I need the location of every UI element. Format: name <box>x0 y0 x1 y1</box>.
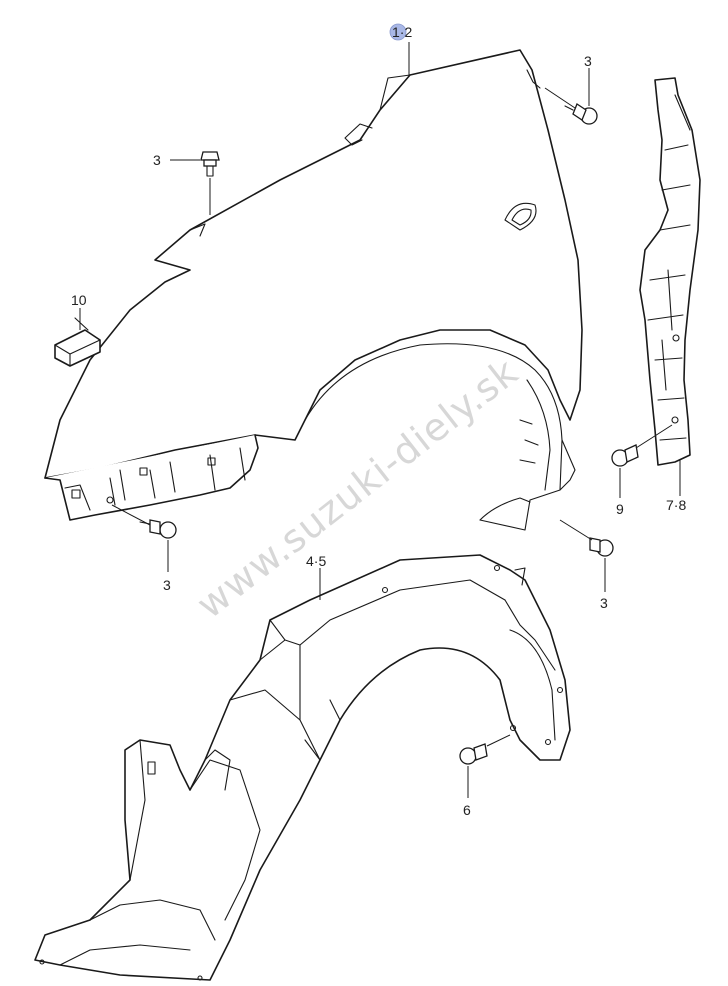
bolt-3-top-left <box>200 151 220 177</box>
callout-bolt-lower-left: 3 <box>163 577 171 593</box>
bolt-9 <box>611 444 639 467</box>
bolt-3-top-right <box>564 103 598 125</box>
callout-bolt-lower-right: 3 <box>600 595 608 611</box>
callout-fender: 1·2 <box>392 24 412 40</box>
callout-liner: 4·5 <box>306 553 326 569</box>
bolt-3-lower-right <box>589 537 614 557</box>
fender-liner <box>34 554 571 981</box>
screw-6 <box>459 743 488 765</box>
callout-clip: 10 <box>71 292 87 308</box>
fender-bracket <box>639 77 701 466</box>
front-fender <box>44 49 583 531</box>
bolt-3-lower-left <box>139 519 177 539</box>
leader-lines <box>79 42 681 798</box>
callout-bolt-top-right: 3 <box>584 53 592 69</box>
callout-bracket: 7·8 <box>666 497 686 513</box>
fender-clip <box>54 317 101 367</box>
callout-bracket-bolt: 9 <box>616 501 624 517</box>
callout-bolt-top-left: 3 <box>153 152 161 168</box>
callout-liner-screw: 6 <box>463 802 471 818</box>
callout-highlight <box>389 23 407 41</box>
